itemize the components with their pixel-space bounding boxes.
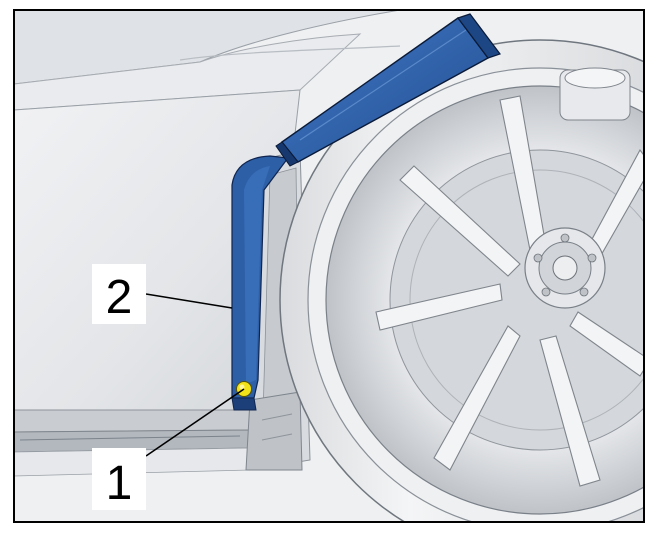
plastic-wedge-tool [275,13,501,167]
callout-1: 1 [92,448,146,510]
clip-icon [236,381,252,397]
wheel-arch-trim-strip [231,155,290,411]
figure-frame [13,9,645,523]
callout-2: 2 [92,264,146,324]
callout-1-leader [145,388,245,457]
callout-2-leader [145,293,233,309]
alloy-wheel-icon [279,39,644,522]
callout-1-number: 1 [106,457,133,510]
callout-2-number: 2 [106,271,133,324]
